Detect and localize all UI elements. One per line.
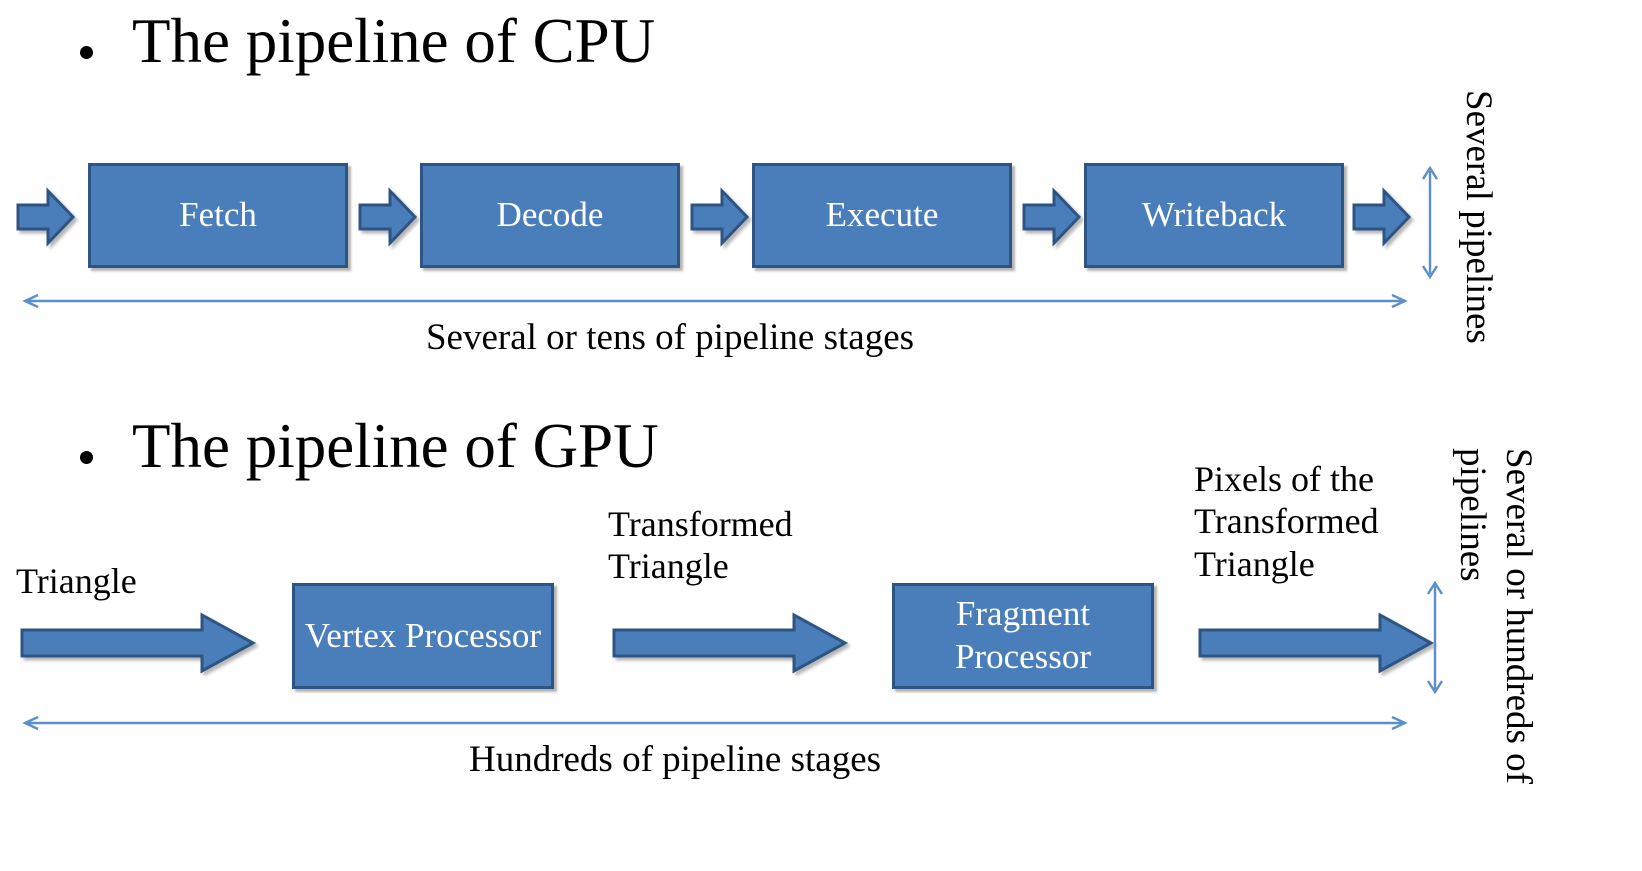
gpu-span-caption: Hundreds of pipeline stages <box>468 739 882 780</box>
gpu-stage-box-fragment-processor[interactable]: Fragment Processor <box>892 583 1154 689</box>
gpu-stage-label-fragment-processor: Fragment Processor <box>954 594 1092 676</box>
gpu-flow-label-transformed-triangle: Transformed Triangle <box>608 504 793 587</box>
cpu-stage-box-writeback[interactable]: Writeback <box>1084 163 1344 268</box>
cpu-bullet-icon <box>80 46 93 59</box>
cpu-stage-box-fetch[interactable]: Fetch <box>88 163 348 268</box>
gpu-stage-box-vertex-processor[interactable]: Vertex Processor <box>292 583 554 689</box>
gpu-vertical-caption-line1: Several or hundreds of <box>1498 448 1539 784</box>
cpu-stage-box-decode[interactable]: Decode <box>420 163 680 268</box>
gpu-vertical-span-arrow-icon <box>1426 580 1444 695</box>
cpu-arrow-execute-to-writeback-icon <box>1022 187 1082 247</box>
gpu-vertical-caption-line2: pipelines <box>1452 448 1493 582</box>
cpu-arrow-in-icon <box>16 187 76 247</box>
cpu-horizontal-span-arrow-icon <box>22 293 1408 309</box>
cpu-stage-label-decode: Decode <box>496 195 604 235</box>
gpu-bullet-icon <box>80 451 93 464</box>
gpu-stage-label-vertex-processor: Vertex Processor <box>304 615 542 655</box>
cpu-stage-label-execute: Execute <box>825 195 939 235</box>
gpu-arrow-vertex-to-fragment-icon <box>612 612 849 674</box>
cpu-stage-label-fetch: Fetch <box>179 195 257 235</box>
cpu-heading-text: The pipeline of CPU <box>132 6 656 76</box>
gpu-heading-text: The pipeline of GPU <box>132 411 659 481</box>
cpu-arrow-decode-to-execute-icon <box>690 187 750 247</box>
gpu-flow-label-pixels: Pixels of the Transformed Triangle <box>1194 459 1379 584</box>
cpu-arrow-out-icon <box>1352 187 1412 247</box>
cpu-vertical-span-arrow-icon <box>1421 165 1439 280</box>
gpu-arrow-output-icon <box>1198 612 1435 674</box>
gpu-arrow-input-icon <box>20 612 257 674</box>
cpu-span-caption: Several or tens of pipeline stages <box>425 317 915 358</box>
cpu-stage-label-writeback: Writeback <box>1141 195 1287 235</box>
cpu-arrow-fetch-to-decode-icon <box>358 187 418 247</box>
cpu-stage-box-execute[interactable]: Execute <box>752 163 1012 268</box>
gpu-horizontal-span-arrow-icon <box>22 715 1408 731</box>
cpu-vertical-caption: Several pipelines <box>1458 90 1499 344</box>
gpu-flow-label-triangle: Triangle <box>16 561 137 601</box>
